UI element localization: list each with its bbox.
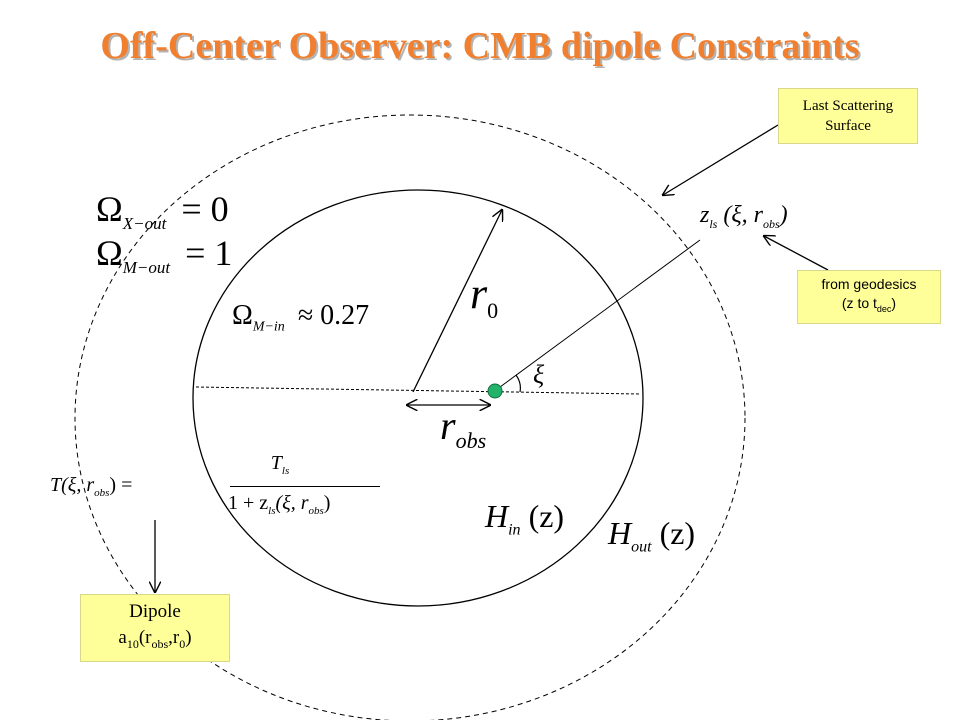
temperature-denominator-args: (ξ, r: [275, 492, 309, 514]
zls-subscript: ls: [709, 216, 718, 231]
geodesics-pointer-arrow: [764, 236, 829, 271]
temperature-denominator-pre: 1 + z: [228, 492, 269, 514]
temperature-equation: T(ξ, robs) = Tls 1 + zls(ξ, robs): [50, 452, 380, 524]
temperature-numerator-subscript: ls: [281, 465, 290, 477]
last-scattering-line2: Surface: [825, 118, 871, 134]
r0-label: r0: [470, 268, 498, 324]
dipole-a-subscript: 10: [126, 636, 139, 651]
last-scattering-line1: Last Scattering: [802, 98, 894, 114]
dipole-line1: Dipole: [129, 601, 181, 623]
last-scattering-note: Last Scattering Surface: [778, 88, 918, 144]
z-symbol: z: [700, 202, 710, 228]
omega-m-in-value: ≈ 0.27: [297, 300, 370, 331]
temperature-lhs-end: ) =: [109, 474, 133, 496]
omega-symbol: Ω: [232, 300, 253, 331]
robs-label: robs: [440, 402, 486, 454]
geodesics-line2-subscript: dec: [876, 303, 892, 314]
robs-subscript: obs: [455, 428, 487, 453]
temperature-numerator: Tls: [225, 452, 335, 477]
dashed-axis-line: [195, 386, 641, 395]
temperature-lhs: T(ξ, robs) =: [50, 474, 132, 499]
fraction-bar: [230, 486, 380, 487]
h-in-subscript: in: [508, 521, 521, 539]
omega-x-out-value: = 0: [181, 189, 229, 229]
h-out-label: Hout (z): [608, 515, 695, 556]
temperature-lhs-subscript: obs: [94, 487, 110, 499]
dipole-open: (r: [138, 627, 152, 649]
r0-subscript: 0: [487, 297, 499, 323]
zls-args: (ξ, r: [723, 202, 763, 228]
omega-m-in-equation: ΩM−in ≈ 0.27: [232, 300, 369, 336]
dipole-zero-subscript: 0: [179, 636, 186, 651]
geodesics-line1: from geodesics: [821, 276, 917, 293]
r-symbol: r: [470, 269, 488, 318]
dipole-line2: a10(robs,r0): [118, 625, 191, 657]
geodesics-line2-pre: (z to t: [841, 295, 877, 312]
omega-m-out-subscript: M−out: [122, 258, 171, 278]
geodesics-note: from geodesics (z to tdec): [797, 270, 941, 324]
last-scattering-pointer-arrow: [663, 124, 779, 195]
omega-x-out-subscript: X−out: [122, 214, 167, 234]
omega-symbol: Ω: [96, 189, 123, 229]
omega-x-out-equation: ΩX−out = 0: [96, 188, 229, 234]
h-symbol: H: [485, 498, 509, 534]
temperature-numerator-text: T: [270, 452, 282, 474]
xi-angle-arc: [515, 374, 521, 393]
r-symbol: r: [440, 403, 456, 448]
omega-symbol: Ω: [96, 233, 123, 273]
temperature-denominator: 1 + zls(ξ, robs): [228, 492, 330, 517]
dipole-comma: ,r: [168, 627, 180, 649]
observer-point: [487, 383, 503, 399]
h-out-args: (z): [659, 515, 696, 551]
dipole-note: Dipole a10(robs,r0): [80, 594, 230, 662]
omega-m-out-equation: ΩM−out = 1: [96, 232, 232, 278]
temperature-lhs-text: T(ξ, r: [50, 474, 95, 496]
xi-symbol: ξ: [533, 360, 545, 389]
dipole-obs-subscript: obs: [151, 636, 169, 651]
zls-args-end: ): [779, 202, 788, 228]
geodesics-line2-post: ): [891, 295, 897, 312]
h-in-label: Hin (z): [485, 498, 564, 539]
temperature-denominator-end: ): [323, 492, 331, 514]
last-scattering-surface-circle: [74, 114, 746, 720]
h-out-subscript: out: [631, 538, 652, 556]
dipole-close: ): [185, 627, 192, 649]
h-symbol: H: [608, 515, 632, 551]
h-in-args: (z): [528, 498, 565, 534]
zls-label: zls (ξ, robs): [700, 202, 788, 232]
line-of-sight: [495, 239, 701, 391]
zls-args-subscript: obs: [762, 216, 780, 231]
inner-void-circle: [192, 189, 644, 607]
geodesics-line2: (z to tdec): [842, 294, 896, 319]
temperature-denominator-args-subscript: obs: [308, 505, 324, 517]
xi-label: ξ: [533, 360, 544, 390]
temperature-denominator-subscript: ls: [268, 505, 276, 517]
dipole-a: a: [118, 627, 127, 649]
r0-radius-arrow: [412, 210, 502, 393]
omega-m-out-value: = 1: [185, 233, 233, 273]
omega-m-in-subscript: M−in: [252, 319, 285, 335]
page-title: Off-Center Observer: CMB dipole Constrai…: [100, 25, 860, 67]
